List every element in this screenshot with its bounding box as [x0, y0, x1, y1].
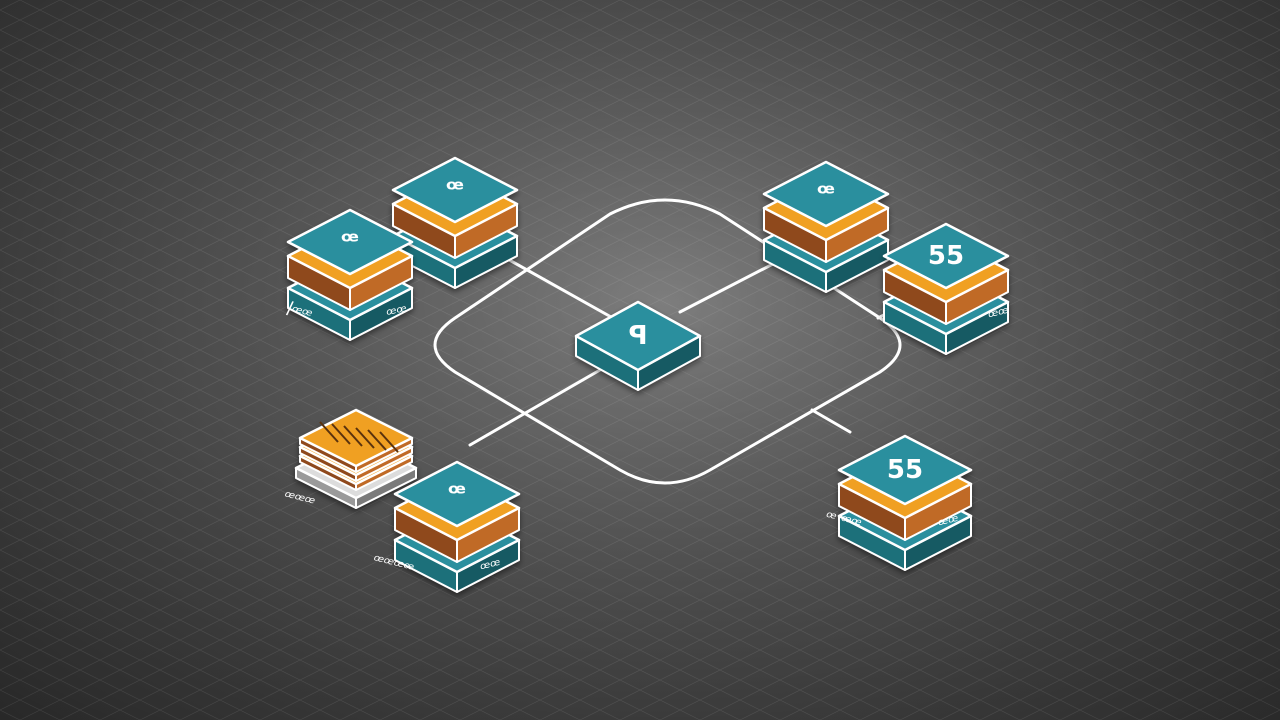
node-bottom-left-front[interactable]: ꟹ — [393, 460, 521, 593]
node-bottom-left-stack[interactable] — [294, 408, 418, 509]
connector-bottom-right — [810, 408, 852, 434]
top-slab — [837, 434, 973, 506]
top-slab — [393, 460, 521, 528]
node-top-left-front[interactable]: ꟹ — [286, 208, 414, 341]
s-glyph-icon: ꟹ — [341, 227, 359, 257]
node-top-right-back[interactable]: ꟹ — [762, 160, 890, 293]
top-slab — [574, 300, 702, 391]
s-glyph-icon: 55 — [887, 455, 923, 485]
top-slab — [762, 160, 890, 228]
label-2: ꟹꟹ — [385, 301, 410, 324]
node-center-hub[interactable]: ꟼ — [574, 300, 702, 391]
label-6: ꟹꟹ — [478, 555, 503, 579]
label-8: ꟹꟹ — [936, 511, 961, 535]
s-glyph-icon: ꟹ — [817, 179, 835, 209]
node-top-left-back[interactable]: ꟹ — [391, 156, 519, 289]
s-glyph-icon: ꟹ — [448, 479, 466, 509]
top-slab — [882, 222, 1010, 290]
s-glyph-icon: ꟹ — [446, 175, 464, 205]
document-stack-icon — [319, 421, 399, 453]
node-bottom-right[interactable]: 55 — [837, 434, 973, 571]
connector-bottom-left — [468, 368, 602, 447]
top-slab — [286, 208, 414, 276]
top-slab — [391, 156, 519, 224]
label-3: ꟹꟹ — [986, 303, 1011, 327]
flag-glyph-icon: ꟼ — [628, 321, 647, 351]
node-top-right-front[interactable]: 55 — [882, 222, 1010, 355]
s-glyph-icon: 55 — [928, 241, 964, 271]
central-loop — [433, 198, 902, 485]
